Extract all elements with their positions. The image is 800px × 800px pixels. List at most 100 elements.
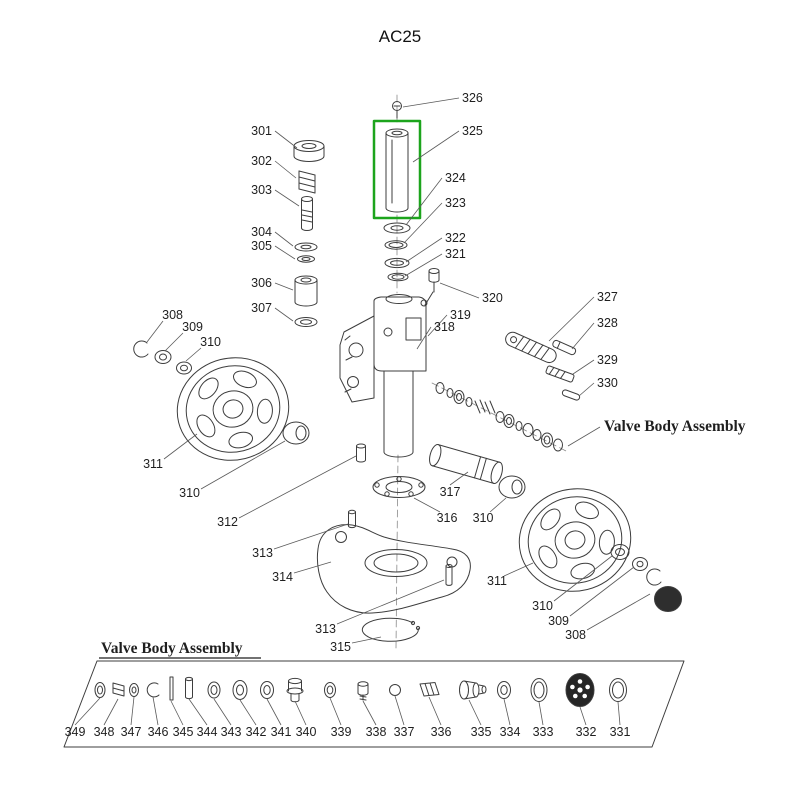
leader-line-342 <box>239 699 257 726</box>
leader-line-336 <box>428 696 442 726</box>
part-label-332: 332 <box>576 725 597 739</box>
part-label-309: 309 <box>548 614 569 628</box>
part-label-337: 337 <box>394 725 415 739</box>
part-label-312: 312 <box>217 515 238 529</box>
part-label-343: 343 <box>221 725 242 739</box>
leader-line-326 <box>402 97 460 108</box>
part-label-329: 329 <box>597 353 618 367</box>
leader-line-317 <box>449 471 469 486</box>
roller-left-drawing <box>282 421 310 445</box>
leader-line-321 <box>404 253 443 277</box>
leader-line-311 <box>503 562 534 577</box>
leader-line-335 <box>468 699 482 726</box>
leader-line-345 <box>170 700 184 726</box>
part-305-oring-drawing <box>297 255 315 263</box>
leader-line-328 <box>571 322 595 350</box>
part-label-336: 336 <box>431 725 452 739</box>
part-316-flange-drawing <box>372 476 426 498</box>
part-327-lever-drawing <box>505 331 557 364</box>
part-label-346: 346 <box>148 725 169 739</box>
valve-body-assembly-label-1: Valve Body Assembly <box>604 418 746 435</box>
part-325-drawing <box>385 128 409 213</box>
leader-line-320 <box>439 282 480 299</box>
part-302-spring-drawing <box>298 170 316 194</box>
part-312-pin-drawing <box>356 443 366 463</box>
part-label-326: 326 <box>462 91 483 105</box>
part-label-324: 324 <box>445 171 466 185</box>
leader-line-308 <box>146 320 164 343</box>
leader-line-325 <box>412 130 460 163</box>
leader-line-302 <box>274 160 297 179</box>
leader-line-339 <box>329 697 342 726</box>
leader-line-306 <box>274 282 294 291</box>
leader-line-319 <box>427 314 448 337</box>
part-label-302: 302 <box>251 154 272 168</box>
leader-line-312 <box>238 455 357 519</box>
pump-body-drawing <box>339 294 428 458</box>
leader-line-313 <box>336 579 445 625</box>
parts-321-324-washers-drawing <box>383 222 411 282</box>
part-label-308: 308 <box>565 628 586 642</box>
part-label-333: 333 <box>533 725 554 739</box>
leader-line-341 <box>266 698 282 726</box>
part-329-pin-drawing <box>545 365 575 383</box>
leader-line-322 <box>405 237 443 263</box>
leader-line-314 <box>293 561 332 574</box>
highlight-box-part-325 <box>372 119 422 220</box>
part-label-303: 303 <box>251 183 272 197</box>
part-label-334: 334 <box>500 725 521 739</box>
part-label-320: 320 <box>482 291 503 305</box>
part-326-drawing <box>392 101 402 119</box>
leader-line-310 <box>185 347 202 362</box>
leader-line-310 <box>553 555 613 602</box>
part-label-308: 308 <box>162 308 183 322</box>
leader-line-333 <box>538 701 544 726</box>
part-label-310: 310 <box>532 599 553 613</box>
leader-line-348 <box>103 698 119 726</box>
parts-308-310-right-drawing <box>610 544 682 612</box>
part-label-342: 342 <box>246 725 267 739</box>
leader-line-349 <box>74 697 101 726</box>
part-label-316: 316 <box>437 511 458 525</box>
part-label-311: 311 <box>143 457 163 471</box>
valve-body-assembly-box <box>63 660 685 748</box>
part-label-315: 315 <box>330 640 351 654</box>
part-304-washer-drawing <box>294 242 318 252</box>
leader-line-346 <box>152 696 159 726</box>
part-label-323: 323 <box>445 196 466 210</box>
part-label-318: 318 <box>434 320 455 334</box>
part-label-306: 306 <box>251 276 272 290</box>
part-306-sleeve-drawing <box>294 275 318 307</box>
part-label-348: 348 <box>94 725 115 739</box>
leader-line-334 <box>503 698 511 726</box>
leader-line-305 <box>274 245 296 260</box>
diagram-title: AC25 <box>379 27 422 46</box>
parts-308-310-left-drawing <box>133 340 192 375</box>
part-301-drawing <box>293 140 325 162</box>
part-label-339: 339 <box>331 725 352 739</box>
part-label-328: 328 <box>597 316 618 330</box>
part-label-331: 331 <box>610 725 631 739</box>
part-label-313: 313 <box>315 622 336 636</box>
part-label-304: 304 <box>251 225 272 239</box>
leader-line-327 <box>548 296 595 342</box>
leader-line-344 <box>188 698 208 726</box>
part-label-305: 305 <box>251 239 272 253</box>
leader-line-301 <box>274 130 298 149</box>
valve-cartridge-chain-drawing <box>435 382 563 452</box>
leader-line-323 <box>403 202 443 244</box>
leader-line-338 <box>362 700 377 726</box>
leader-line-310 <box>489 497 507 513</box>
part-303-bolt-drawing <box>301 196 313 231</box>
leader-line-337 <box>394 695 405 726</box>
leader-line-308 <box>586 593 651 631</box>
leader-line-330 <box>578 382 595 397</box>
part-label-311: 311 <box>487 574 507 588</box>
part-label-309: 309 <box>182 320 203 334</box>
part-label-325: 325 <box>462 124 483 138</box>
leader-line-313 <box>273 523 349 550</box>
part-label-317: 317 <box>440 485 461 499</box>
leader-line-311 <box>163 433 198 460</box>
leader-line-318 <box>416 326 432 350</box>
